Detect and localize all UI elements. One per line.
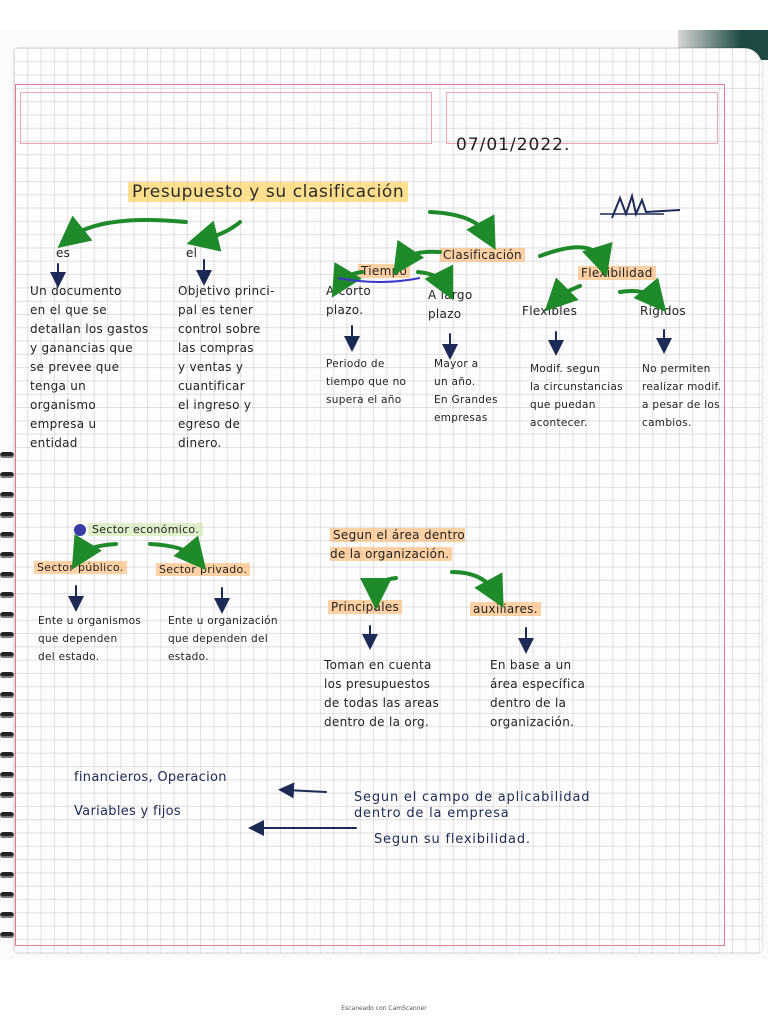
auxiliares-label: auxiliares. — [470, 600, 541, 619]
page-title: Presupuesto y su clasificación — [128, 182, 409, 202]
bullet-dot — [74, 524, 86, 536]
corto-plazo-text: Periodo de tiempo que no supera el año — [326, 358, 407, 406]
es-definition: Un documento en el que se detallan los g… — [30, 284, 149, 450]
page-date: 07/01/2022. — [456, 135, 571, 155]
clasificacion-label: Clasificación — [440, 246, 525, 265]
principales-label: Principales — [328, 598, 403, 617]
flexibles-label: Flexibles — [522, 304, 578, 318]
tiempo-label: Tiempo — [358, 262, 411, 281]
sector-privado-text: Ente u organización que dependen del est… — [168, 615, 278, 663]
area-label: Segun el área dentro de la organización. — [330, 528, 466, 561]
bottom-financieros: financieros, Operacion — [74, 770, 227, 785]
bottom-flexibilidad: Segun su flexibilidad. — [374, 832, 531, 847]
el-objective: Objetivo princi- pal es tener control so… — [178, 284, 275, 450]
largo-plazo-text: Mayor a un año. En Grandes empresas — [434, 358, 498, 424]
header-box-left — [20, 92, 432, 144]
flexibilidad-label: Flexibilidad — [578, 264, 656, 283]
sector-privado-label: Sector privado. — [156, 560, 251, 579]
bottom-variables: Variables y fijos — [74, 804, 181, 819]
es-label: es — [56, 246, 71, 260]
rigidos-text: No permiten realizar modif. a pesar de l… — [642, 363, 722, 429]
scanner-footer: Escaneado con CamScanner — [341, 1005, 427, 1012]
auxiliares-text: En base a un área específica dentro de l… — [490, 658, 586, 729]
principales-text: Toman en cuenta los presupuestos de toda… — [324, 658, 440, 729]
sector-publico-label: Sector público. — [34, 558, 127, 577]
largo-plazo-label: A largo plazo — [428, 288, 473, 321]
sector-publico-text: Ente u organismos que dependen del estad… — [38, 615, 142, 663]
el-label: el — [186, 246, 198, 260]
sector-economico-label: Sector económico. — [88, 520, 204, 539]
flexibles-text: Modif. segun la circunstancias que pueda… — [530, 363, 623, 429]
corto-plazo-label: A corto plazo. — [326, 284, 372, 317]
rigidos-label: Rigidos — [640, 304, 686, 318]
margin-frame — [15, 84, 725, 946]
bottom-campo-aplicabilidad: Segun el campo de aplicabilidad dentro d… — [354, 790, 591, 821]
header-box-right — [446, 92, 718, 144]
